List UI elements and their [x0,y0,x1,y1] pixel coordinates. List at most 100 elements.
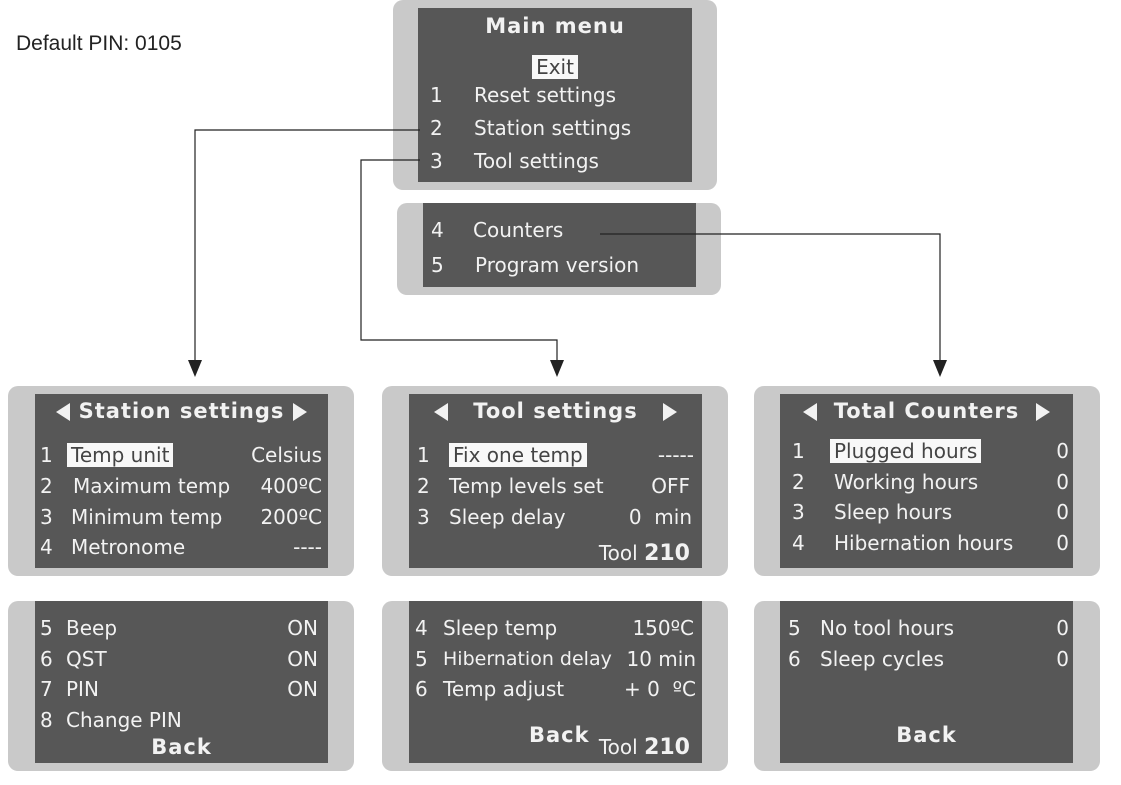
total-counters-continued-screen: 5 No tool hours 0 6 Sleep cycles 0 Back [780,601,1073,763]
tool-row-sleep-temp[interactable]: Sleep temp [443,616,558,640]
tool-row-6-num: 6 [415,677,428,701]
station-row-metronome[interactable]: Metronome [71,535,186,559]
station-row-8-num: 8 [40,708,53,732]
counter-row-2-num: 2 [792,470,805,494]
total-counters-screen: Total Counters 1 Plugged hours 0 2 Worki… [780,394,1073,568]
menu-item-1-num: 1 [430,83,443,107]
main-menu-continued-screen: 4 Counters 5 Program version [423,203,696,287]
menu-item-program-version[interactable]: Program version [475,253,639,277]
tool-row-fix-one-temp-label: Fix one temp [449,443,587,467]
station-row-beep[interactable]: Beep [66,616,118,640]
counter-row-no-tool-hours-value: 0 [1056,616,1069,640]
tool-row-sleep-temp-value: 150ºC [632,616,694,640]
tool-row-hibernation-delay-value: 10 min [626,647,696,671]
tool-number: 210 [644,735,690,760]
tool-indicator-continued: Tool 210 [599,735,690,760]
station-back-button[interactable]: Back [151,735,212,759]
counter-row-5-num: 5 [788,616,801,640]
station-row-pin-value: ON [287,677,318,701]
menu-item-5-num: 5 [431,253,444,277]
menu-item-counters[interactable]: Counters [473,218,564,242]
tool-row-4-num: 4 [415,616,428,640]
station-settings-continued-screen: 5 Beep ON 6 QST ON 7 PIN ON 8 Change PIN… [35,601,328,763]
station-row-metronome-value: ---- [293,535,322,559]
tool-back-button[interactable]: Back [529,723,590,747]
counter-row-hibernation-hours[interactable]: Hibernation hours [834,531,1014,555]
counter-row-hibernation-hours-value: 0 [1056,531,1069,555]
station-row-maximum-temp[interactable]: Maximum temp [73,474,231,498]
tool-row-3-num: 3 [417,505,430,529]
total-counters-header: Total Counters [780,399,1073,423]
counter-row-3-num: 3 [792,500,805,524]
tool-number: 210 [644,541,690,566]
counter-row-no-tool-hours[interactable]: No tool hours [820,616,955,640]
connector-tool-settings [360,159,558,362]
station-row-minimum-temp[interactable]: Minimum temp [71,505,223,529]
tool-row-sleep-delay[interactable]: Sleep delay [449,505,566,529]
counter-row-1-num: 1 [792,439,805,463]
tool-label: Tool [598,735,638,759]
station-row-temp-unit[interactable]: Temp unit [67,443,174,467]
tool-settings-continued-screen: 4 Sleep temp 150ºC 5 Hibernation delay 1… [409,601,702,763]
station-row-7-num: 7 [40,677,53,701]
station-row-qst[interactable]: QST [66,647,107,671]
tool-row-temp-adjust[interactable]: Temp adjust [443,677,565,701]
counter-row-sleep-cycles[interactable]: Sleep cycles [820,647,945,671]
menu-item-4-num: 4 [431,218,444,242]
arrow-right-icon[interactable] [1035,403,1050,421]
station-settings-header: Station settings [35,399,328,423]
tool-row-hibernation-delay[interactable]: Hibernation delay [443,648,612,670]
station-settings-screen: Station settings 1 Temp unit Celsius 2 M… [35,394,328,568]
counter-row-sleep-hours-value: 0 [1056,500,1069,524]
counter-row-4-num: 4 [792,531,805,555]
station-row-1-num: 1 [40,443,53,467]
station-row-temp-unit-label: Temp unit [67,443,174,467]
tool-row-1-num: 1 [417,443,430,467]
tool-row-2-num: 2 [417,474,430,498]
tool-label: Tool [598,541,638,565]
counter-row-6-num: 6 [788,647,801,671]
tool-settings-screen: Tool settings 1 Fix one temp ----- 2 Tem… [409,394,702,568]
station-row-6-num: 6 [40,647,53,671]
station-row-5-num: 5 [40,616,53,640]
station-row-change-pin[interactable]: Change PIN [66,708,182,732]
station-row-temp-unit-value: Celsius [251,443,322,467]
tool-settings-header: Tool settings [409,399,702,423]
tool-row-temp-levels-set[interactable]: Temp levels set [449,474,604,498]
station-row-maximum-temp-value: 400ºC [260,474,322,498]
counter-row-sleep-cycles-value: 0 [1056,647,1069,671]
exit-item[interactable]: Exit [418,55,692,79]
menu-item-reset-settings[interactable]: Reset settings [474,83,616,107]
counter-row-plugged-hours[interactable]: Plugged hours [830,439,982,463]
counter-row-sleep-hours[interactable]: Sleep hours [834,500,953,524]
connector-counters [600,233,941,362]
counter-row-plugged-hours-value: 0 [1056,439,1069,463]
tool-row-fix-one-temp[interactable]: Fix one temp [449,443,587,467]
main-menu-title: Main menu [485,14,625,38]
arrow-left-icon[interactable] [434,403,449,421]
counter-row-plugged-hours-label: Plugged hours [830,439,982,463]
down-arrow-icon [188,360,202,377]
total-counters-title: Total Counters [833,399,1020,423]
tool-row-fix-one-temp-value: ----- [657,443,694,467]
arrow-right-icon[interactable] [292,403,307,421]
main-menu-screen: Main menu Exit 1 Reset settings 2 Statio… [418,8,692,182]
arrow-left-icon[interactable] [56,403,71,421]
down-arrow-icon [933,360,947,377]
counter-row-working-hours[interactable]: Working hours [834,470,979,494]
station-row-pin[interactable]: PIN [66,677,99,701]
menu-item-tool-settings[interactable]: Tool settings [474,149,599,173]
station-row-beep-value: ON [287,616,318,640]
counters-back-button[interactable]: Back [896,723,957,747]
arrow-left-icon[interactable] [803,403,818,421]
menu-item-station-settings[interactable]: Station settings [474,116,632,140]
tool-row-5-num: 5 [415,647,428,671]
station-settings-title: Station settings [78,399,285,423]
tool-row-temp-levels-set-value: OFF [651,474,690,498]
arrow-right-icon[interactable] [662,403,677,421]
default-pin-label: Default PIN: 0105 [16,32,182,55]
menu-item-2-num: 2 [430,116,443,140]
station-row-3-num: 3 [40,505,53,529]
tool-indicator: Tool 210 [599,541,690,566]
